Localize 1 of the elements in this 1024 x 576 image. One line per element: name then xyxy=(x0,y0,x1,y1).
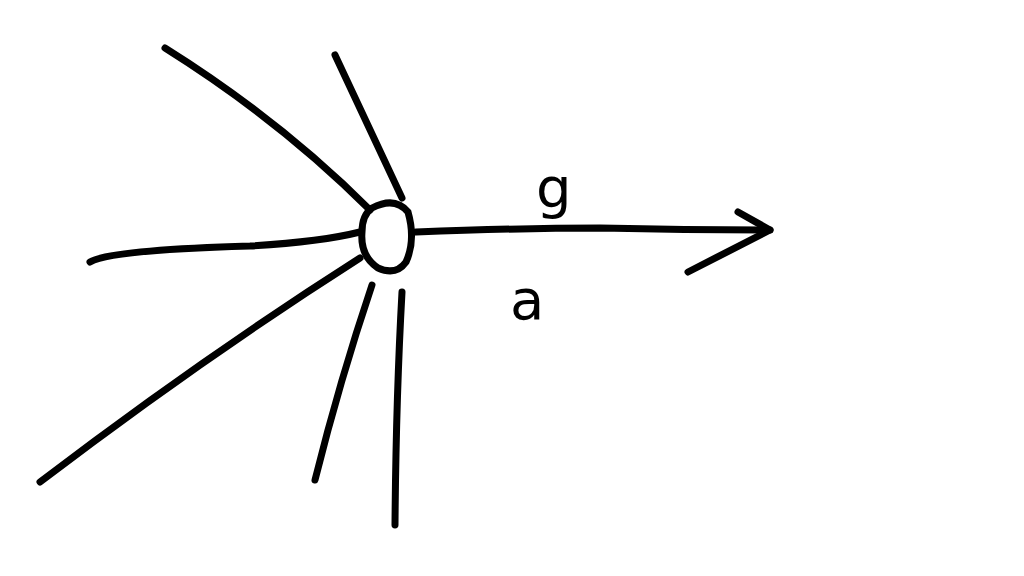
variable-label: a xyxy=(510,272,545,328)
